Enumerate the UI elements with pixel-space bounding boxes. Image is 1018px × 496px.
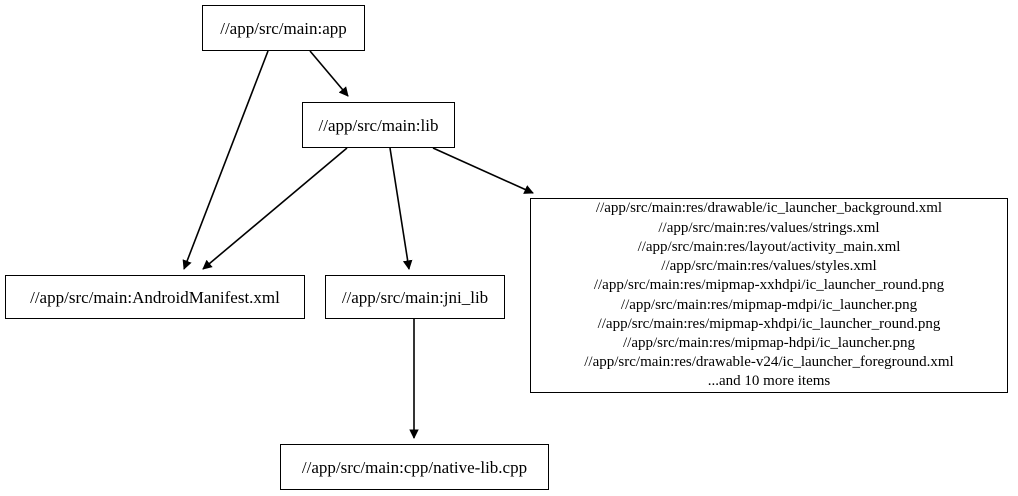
edge-lib-to-res [432,147,534,194]
graph-node-jni-lib-label: //app/src/main:jni_lib [341,287,489,307]
graph-node-jni-lib[interactable]: //app/src/main:jni_lib [325,275,505,319]
graph-node-androidmanifest-label: //app/src/main:AndroidManifest.xml [30,287,280,307]
graph-node-native-lib-cpp[interactable]: //app/src/main:cpp/native-lib.cpp [280,444,549,490]
edge-app-to-lib [309,50,349,97]
graph-node-res-bucket[interactable]: //app/src/main:res/drawable/ic_launcher_… [530,198,1008,393]
graph-node-app[interactable]: //app/src/main:app [202,5,365,51]
edge-lib-to-manifest [202,147,348,270]
graph-node-native-lib-cpp-label: //app/src/main:cpp/native-lib.cpp [301,457,528,477]
graph-node-lib-label: //app/src/main:lib [318,115,439,135]
graph-node-app-label: //app/src/main:app [220,18,347,38]
graph-node-res-bucket-label: //app/src/main:res/drawable/ic_launcher_… [584,200,954,390]
graph-node-lib[interactable]: //app/src/main:lib [302,102,455,148]
edge-app-to-manifest [182,50,269,270]
edge-lib-to-jni [389,147,413,270]
graph-node-androidmanifest[interactable]: //app/src/main:AndroidManifest.xml [5,275,305,319]
